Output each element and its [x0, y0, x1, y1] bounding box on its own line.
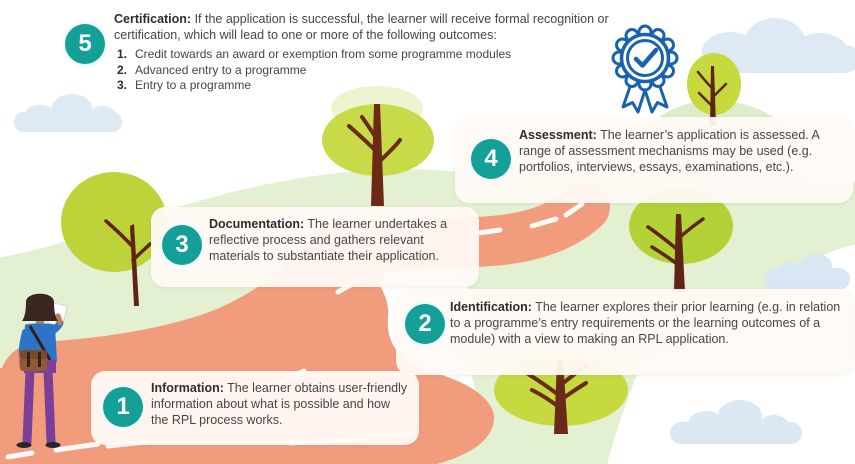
walking-person [16, 293, 68, 448]
step-number: 5 [78, 30, 92, 57]
step-1-title: Information: [151, 381, 224, 395]
step-5-text: Certification: If the application is suc… [114, 11, 619, 43]
step-2-body: The learner explores their prior learnin… [450, 300, 841, 346]
cloud-right [764, 254, 850, 290]
step-2-card: Identification: The learner explores the… [396, 289, 854, 375]
outcome-item: 3.Entry to a programme [117, 78, 252, 92]
step-5-number-badge: 5 [62, 21, 108, 67]
award-badge-icon [611, 24, 679, 114]
cloud-bottom-right [670, 400, 802, 444]
step-4-body: The learner’s application is assessed. A… [519, 128, 820, 174]
tree-top-center [322, 86, 434, 206]
step-4-card: Assessment: The learner’s application is… [455, 117, 853, 203]
outcome-item: 2.Advanced entry to a programme [117, 62, 307, 77]
step-4-title: Assessment: [519, 128, 597, 142]
step-5-block: Certification: If the application is suc… [114, 11, 619, 94]
tree-right [629, 188, 733, 295]
step-3-body: The learner undertakes a reflective proc… [209, 217, 448, 263]
step-5-body: If the application is successful, the le… [114, 12, 609, 42]
step-1-number-badge: 1 [100, 384, 146, 430]
step-2-number-badge: 2 [402, 301, 448, 347]
step-3-card: Documentation: The learner undertakes a … [151, 207, 479, 287]
tree-small-top-right [687, 53, 741, 126]
step-3-title: Documentation: [209, 217, 305, 231]
step-1-body: The learner obtains user-friendly inform… [151, 381, 408, 427]
tree-left [61, 172, 167, 306]
step-5-outcomes-list: 1.Credit towards an award or exemption f… [114, 47, 619, 94]
step-5-title: Certification: [114, 12, 192, 26]
cloud-top-left [14, 94, 122, 132]
step-4-number-badge: 4 [468, 136, 514, 182]
step-3-number-badge: 3 [159, 222, 205, 268]
cloud-top-right [702, 18, 855, 73]
step-2-title: Identification: [450, 300, 532, 314]
outcome-item: 1.Credit towards an award or exemption f… [117, 47, 512, 61]
